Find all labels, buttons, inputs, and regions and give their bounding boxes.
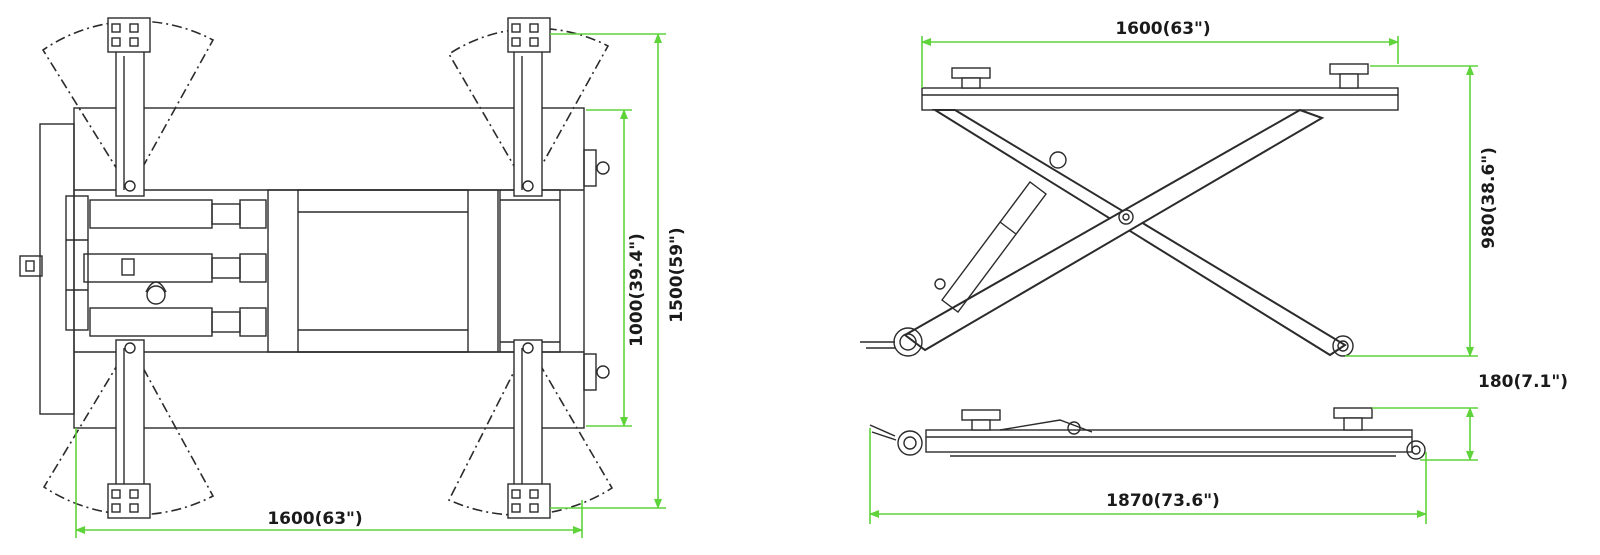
scissor-arm-a	[931, 109, 1347, 357]
dim-side-length: 1870(73.6")	[1106, 491, 1220, 511]
dim-top-width: 1600(63")	[267, 509, 362, 529]
raised-hydraulic-cylinder	[941, 181, 1047, 313]
raised-platform	[921, 87, 1399, 111]
top-view	[19, 17, 614, 519]
side-view-raised	[860, 63, 1399, 357]
lowered-platform	[925, 429, 1413, 453]
center-pivot	[1118, 209, 1134, 225]
dim-top-inner-height: 1000(39.4")	[627, 233, 647, 347]
hinge-tab	[19, 255, 43, 277]
dimension-lines	[75, 33, 1478, 538]
lift-arms	[107, 17, 551, 519]
scissor-arm-b	[903, 108, 1325, 352]
dim-top-outer-height: 1500(59")	[667, 227, 687, 322]
platform-outline	[73, 107, 585, 429]
base-plate	[39, 123, 75, 415]
dim-side-lowered-height: 180(7.1")	[1478, 372, 1568, 392]
dim-side-raised-height: 980(38.6")	[1479, 147, 1499, 249]
side-view-lowered	[869, 407, 1426, 460]
center-frame	[267, 189, 499, 353]
dim-side-width: 1600(63")	[1115, 19, 1210, 39]
hydraulic-cylinders	[65, 195, 267, 337]
hinge-tab-hole	[25, 260, 35, 272]
